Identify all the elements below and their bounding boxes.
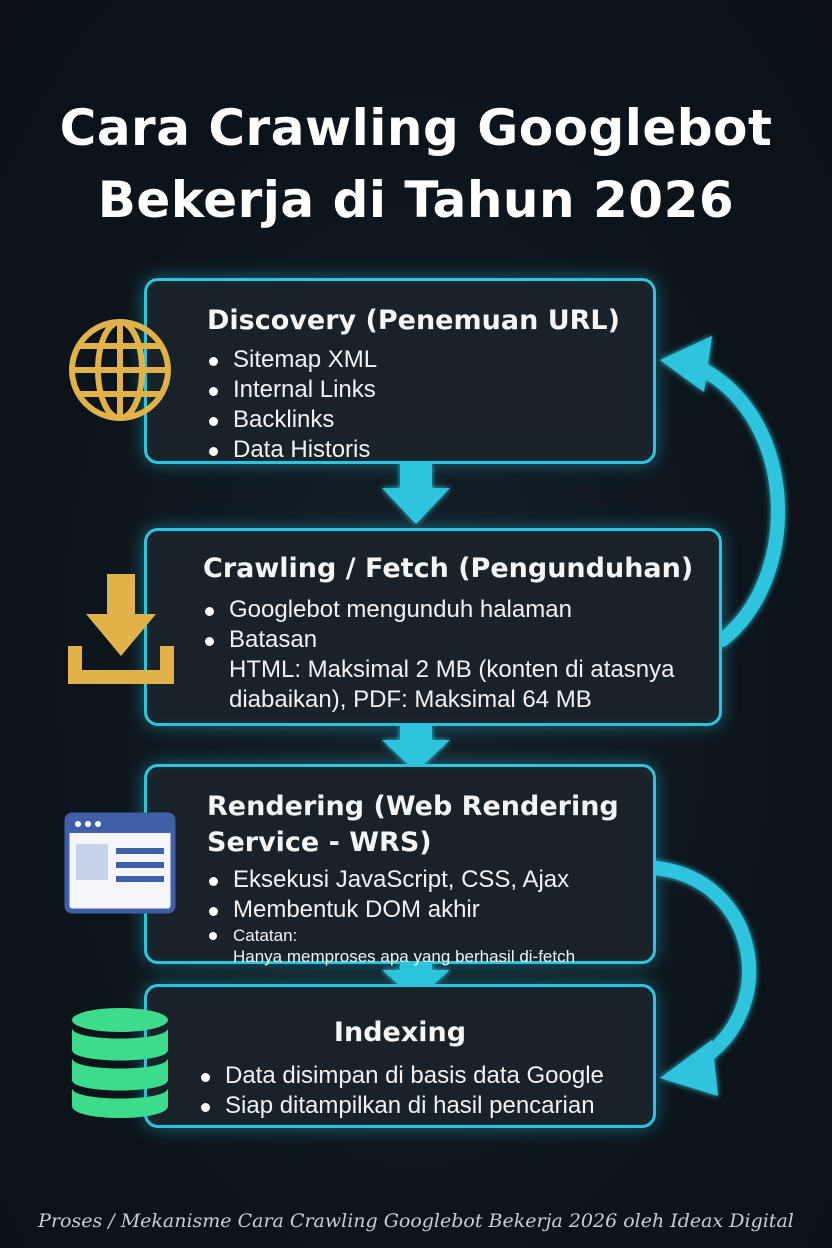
render-to-index-path — [649, 861, 757, 1067]
globe-icon — [69, 319, 171, 421]
crawling-card: Crawling / Fetch (Pengunduhan) Googlebot… — [144, 528, 722, 726]
list-item: Backlinks — [207, 405, 653, 435]
loop-arrow-head — [660, 336, 712, 392]
list-item: Batasan — [203, 625, 719, 655]
rendering-heading: Rendering (Web Rendering Service - WRS) — [207, 789, 653, 861]
rendering-list: Eksekusi JavaScript, CSS, Ajax Membentuk… — [207, 865, 653, 946]
list-item: Sitemap XML — [207, 345, 653, 375]
list-item: Data Historis — [207, 435, 653, 465]
discovery-list: Sitemap XML Internal Links Backlinks Dat… — [207, 345, 653, 465]
down-arrow-1 — [382, 464, 450, 524]
crawling-detail-line-1: HTML: Maksimal 2 MB (konten di atasnya — [229, 656, 675, 683]
database-icon — [72, 1008, 168, 1118]
indexing-heading: Indexing — [333, 1017, 467, 1048]
indexing-card: Indexing Data disimpan di basis data Goo… — [144, 984, 656, 1128]
footer-caption: Proses / Mekanisme Cara Crawling Googleb… — [38, 1210, 794, 1232]
loop-arrow-path — [693, 361, 785, 647]
indexing-list: Data disimpan di basis data Google Siap … — [199, 1061, 653, 1121]
crawling-list: Googlebot mengunduh halaman Batasan — [203, 595, 719, 655]
down-arrow-3 — [382, 962, 450, 1000]
page-title: Cara Crawling Googlebot Bekerja di Tahun… — [0, 92, 832, 236]
list-item: Eksekusi JavaScript, CSS, Ajax — [207, 865, 653, 895]
down-arrow-2 — [382, 726, 450, 772]
list-item: Data disimpan di basis data Google — [199, 1061, 653, 1091]
title-line-1: Cara Crawling Googlebot — [59, 99, 773, 157]
list-item: Siap ditampilkan di hasil pencarian — [199, 1091, 653, 1121]
rendering-note: Hanya memproses apa yang berhasil di-fet… — [233, 947, 576, 966]
crawling-detail-line-2: diabaikan), PDF: Maksimal 64 MB — [229, 686, 592, 713]
list-item: Internal Links — [207, 375, 653, 405]
discovery-heading: Discovery (Penemuan URL) — [207, 305, 620, 336]
list-item: Catatan: — [207, 925, 653, 946]
rendering-card: Rendering (Web Rendering Service - WRS) … — [144, 764, 656, 966]
rendering-heading-line-2: Service - WRS) — [207, 827, 432, 858]
crawling-heading: Crawling / Fetch (Pengunduhan) — [203, 553, 694, 584]
browser-window-icon — [64, 812, 176, 914]
title-line-2: Bekerja di Tahun 2026 — [97, 171, 735, 229]
download-icon — [68, 574, 174, 684]
rendering-heading-line-1: Rendering (Web Rendering — [207, 791, 619, 822]
list-item: Googlebot mengunduh halaman — [203, 595, 719, 625]
list-item: Membentuk DOM akhir — [207, 895, 653, 925]
discovery-card: Discovery (Penemuan URL) Sitemap XML Int… — [144, 278, 656, 464]
render-to-index-head — [660, 1040, 718, 1096]
